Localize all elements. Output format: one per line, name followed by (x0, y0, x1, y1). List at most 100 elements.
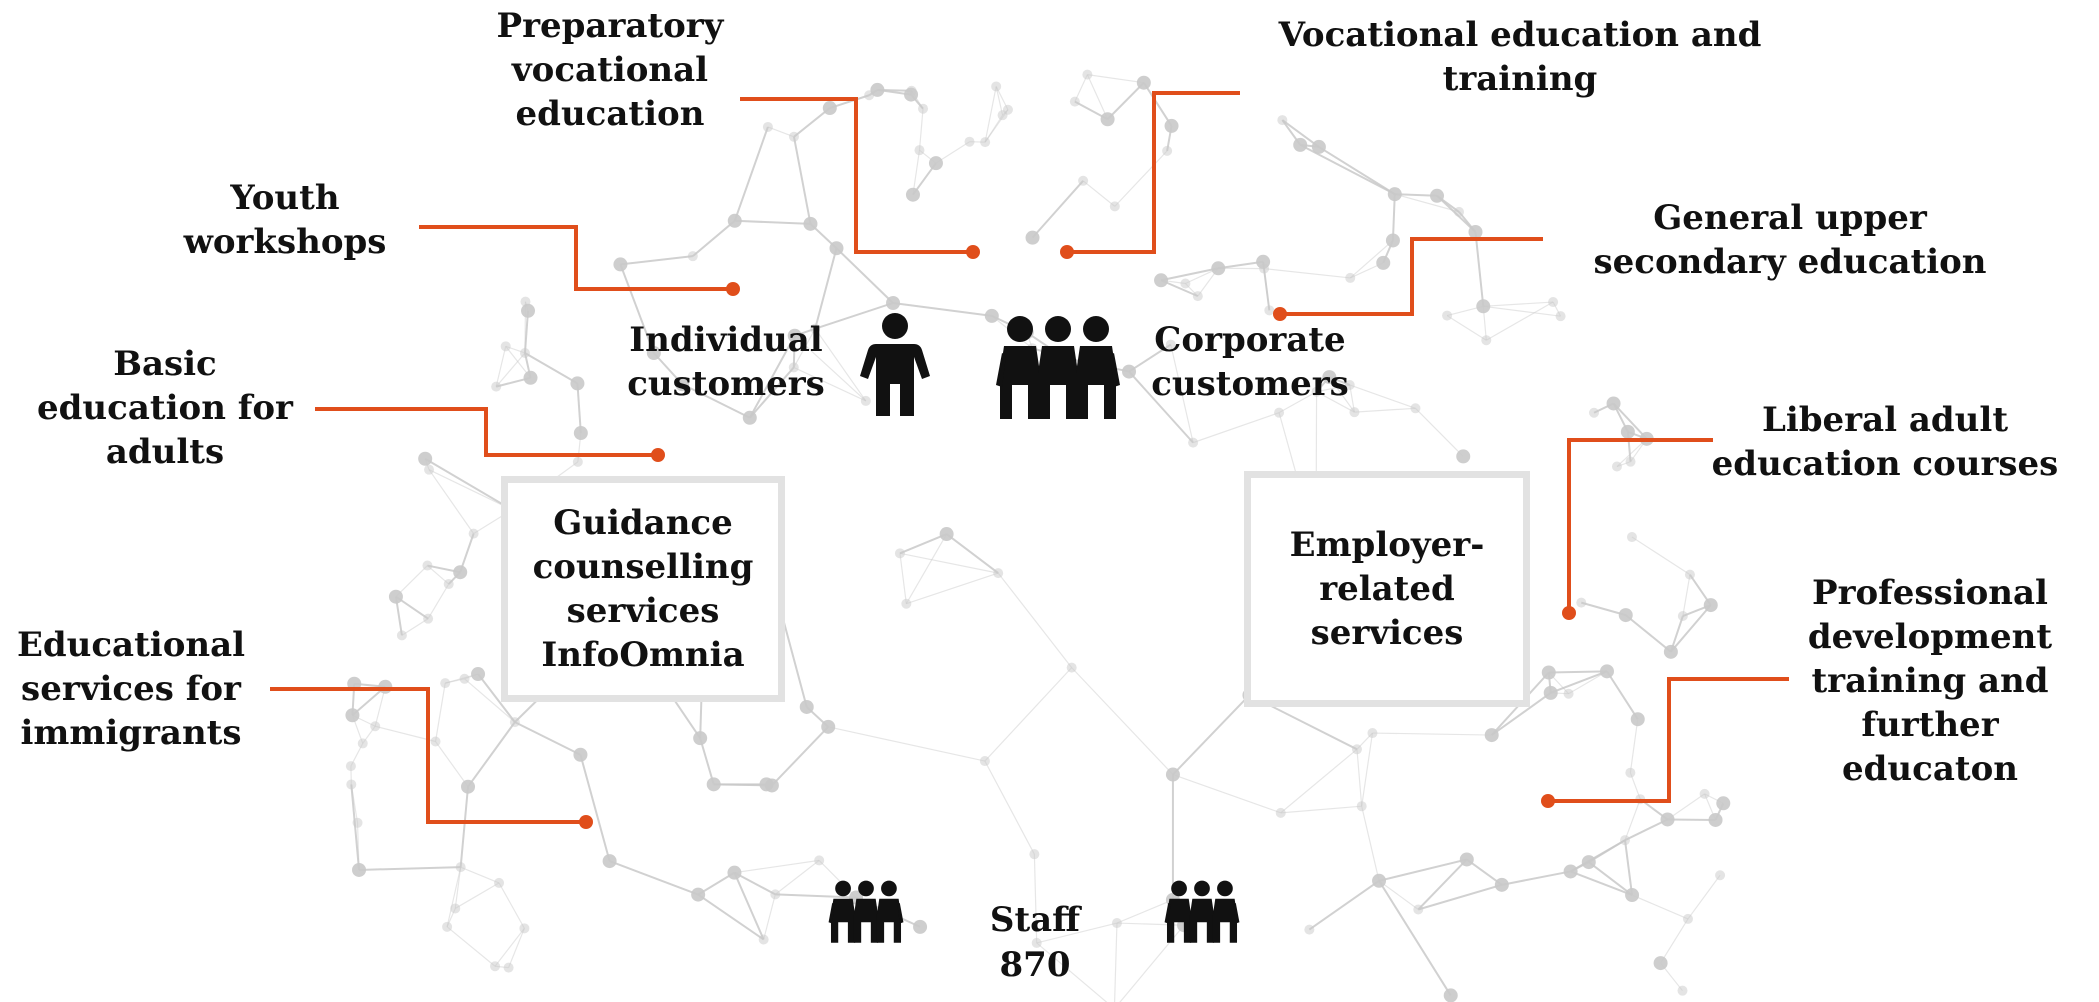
mesh-node (1563, 688, 1574, 699)
mesh-edge (912, 150, 921, 195)
mesh-node (346, 779, 357, 790)
mesh-edge (1670, 604, 1712, 653)
connector-professional (1541, 677, 1789, 808)
label-individual-customers: Individual customers (627, 320, 825, 404)
mesh-node (1430, 188, 1445, 203)
mesh-edge (1114, 150, 1168, 207)
mesh-edge (1485, 301, 1554, 341)
mesh-node (864, 90, 875, 101)
mesh-edge (1446, 315, 1487, 341)
mesh-edge (1280, 805, 1362, 814)
mesh-edge (1356, 749, 1363, 807)
mesh-node (1387, 187, 1402, 202)
mesh-edge (1087, 74, 1144, 84)
mesh-edge (428, 469, 475, 534)
mesh-node (1476, 299, 1491, 314)
mesh-node (964, 136, 975, 147)
mesh-node (1543, 685, 1558, 700)
mesh-node (1367, 728, 1378, 739)
mesh-edge (835, 247, 894, 304)
mesh-node (894, 548, 905, 559)
mesh-edge (734, 859, 820, 874)
mesh-node (803, 216, 818, 231)
mesh-edge (733, 126, 769, 222)
mesh-node (1541, 665, 1556, 680)
mesh-edge (375, 725, 436, 743)
mesh-node (455, 862, 466, 873)
mesh-node (1100, 112, 1115, 127)
mesh-edge (446, 926, 496, 967)
mesh-node (1029, 849, 1040, 860)
mesh-node (1663, 644, 1678, 659)
mesh-node (352, 817, 363, 828)
mesh-node (1716, 796, 1731, 811)
network-mesh (345, 69, 1731, 1002)
mesh-node (1620, 424, 1635, 439)
mesh-edge (1328, 376, 1355, 413)
mesh-node (1443, 988, 1458, 1002)
mesh-node (1069, 96, 1080, 107)
mesh-node (1256, 254, 1271, 269)
mesh-node (396, 630, 407, 641)
mesh-edge (1361, 806, 1380, 881)
mesh-edge (1142, 82, 1173, 127)
mesh-node (1481, 335, 1492, 346)
mesh-node (788, 362, 799, 373)
mesh-node (1164, 118, 1179, 133)
mesh-node (388, 589, 403, 604)
mesh-node (762, 121, 773, 132)
person-icon (860, 313, 930, 416)
mesh-node (1413, 904, 1424, 915)
mesh-node (1136, 75, 1151, 90)
mesh-node (980, 137, 991, 148)
mesh-node (572, 456, 583, 467)
connector-basic-adults (315, 407, 665, 462)
mesh-edge (997, 572, 1073, 668)
mesh-node (491, 381, 502, 392)
mesh-edge (699, 695, 703, 739)
mesh-edge (467, 721, 516, 788)
mesh-node (461, 779, 476, 794)
mesh-edge (814, 247, 838, 329)
mesh-edge (1394, 193, 1438, 197)
mesh-edge (699, 737, 715, 785)
mesh-node (901, 598, 912, 609)
mesh-node (1002, 104, 1013, 115)
mesh-node (468, 528, 479, 539)
mesh-edge (1624, 840, 1634, 896)
mesh-edge (1588, 861, 1633, 896)
mesh-edge (1354, 407, 1416, 413)
mesh-node (490, 961, 501, 972)
mesh-edge (459, 786, 470, 868)
mesh-node (1611, 461, 1622, 472)
mesh-edge (427, 583, 450, 619)
mesh-node (602, 854, 617, 869)
mesh-node (1677, 611, 1688, 622)
mesh-node (1322, 370, 1337, 385)
mesh-node (1372, 873, 1387, 888)
mesh-edge (905, 533, 948, 605)
mesh-edge (1316, 391, 1355, 413)
mesh-node (440, 678, 451, 689)
mesh-node (691, 887, 706, 902)
mesh-node (1385, 233, 1400, 248)
mesh-edge (814, 328, 867, 402)
mesh-edge (1316, 384, 1350, 393)
mesh-edge (1501, 870, 1571, 886)
mesh-edge (495, 352, 526, 388)
mesh-node (471, 667, 486, 682)
mesh-node (509, 717, 520, 728)
mesh-node (1599, 664, 1614, 679)
employer-related-services-box: Employer- related services (1244, 471, 1530, 707)
label-basic-education-adults: Basic education for adults (37, 344, 293, 472)
mesh-node (1454, 206, 1465, 217)
mesh-edge (1606, 670, 1639, 720)
mesh-node (810, 323, 821, 334)
mesh-node (1192, 291, 1203, 302)
mesh-node (758, 934, 769, 945)
mesh-edge (1172, 773, 1281, 814)
mesh-node (870, 82, 885, 97)
mesh-edge (1570, 870, 1633, 896)
mesh-edge (446, 867, 462, 927)
mesh-edge (1378, 858, 1468, 882)
